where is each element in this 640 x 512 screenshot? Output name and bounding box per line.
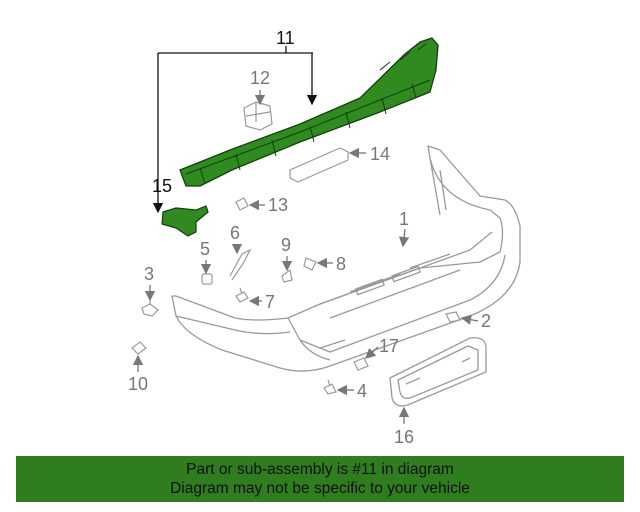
callout-16: 16 bbox=[394, 427, 414, 447]
callout-4: 4 bbox=[357, 381, 367, 401]
reinforcement-bar[interactable] bbox=[179, 37, 439, 187]
bracket-12 bbox=[243, 101, 273, 131]
callout-8: 8 bbox=[336, 254, 346, 274]
banner-line-1: Part or sub-assembly is #11 in diagram bbox=[186, 461, 454, 478]
info-banner: Part or sub-assembly is #11 in diagram D… bbox=[16, 456, 624, 502]
callout-13: 13 bbox=[268, 195, 288, 215]
callout-6: 6 bbox=[230, 223, 240, 243]
callout-10: 10 bbox=[128, 374, 148, 394]
callout-12: 12 bbox=[250, 68, 270, 88]
callout-3: 3 bbox=[144, 264, 154, 284]
callout-2: 2 bbox=[481, 311, 491, 331]
leader-lines-dark bbox=[152, 46, 318, 214]
callout-5: 5 bbox=[200, 239, 210, 259]
callout-14: 14 bbox=[370, 144, 390, 164]
rear-reflector-lamp bbox=[389, 337, 487, 407]
callout-11: 11 bbox=[276, 28, 295, 48]
callout-7: 7 bbox=[265, 292, 275, 312]
callout-1: 1 bbox=[399, 209, 409, 229]
callout-17: 17 bbox=[379, 336, 399, 356]
callout-15: 15 bbox=[152, 176, 172, 196]
reflector-strip bbox=[289, 147, 349, 183]
banner-line-2: Diagram may not be specific to your vehi… bbox=[170, 480, 470, 497]
fasteners bbox=[131, 197, 461, 395]
bracket-part bbox=[161, 205, 209, 237]
bumper-cover bbox=[171, 145, 521, 372]
leader-lines bbox=[132, 90, 479, 424]
callout-9: 9 bbox=[281, 235, 291, 255]
